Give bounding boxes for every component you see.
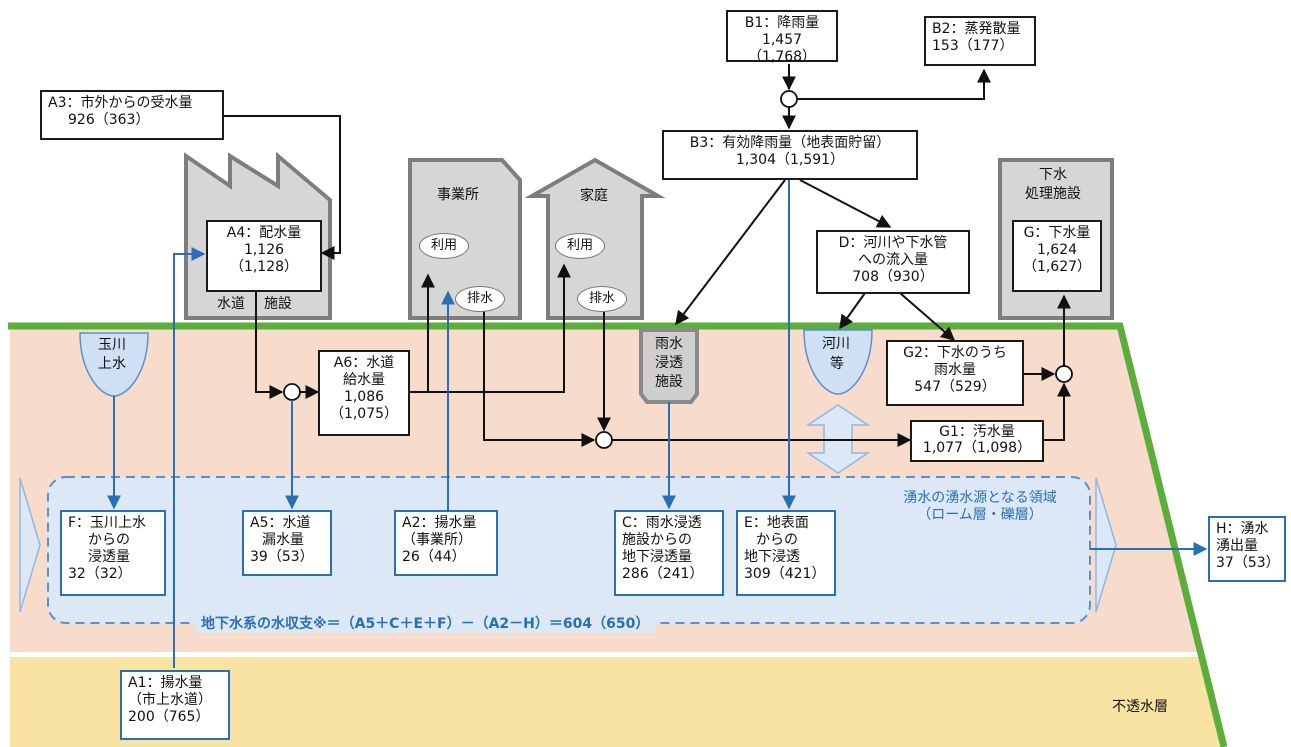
node-a1: A1：揚水量 （市上水道） 200（765） — [120, 670, 230, 740]
spring-zone-note: 湧水の湧水源となる領域 （ローム層・礫層） — [880, 490, 1080, 524]
node-a3: A3：市外からの受水量 926（363） — [40, 90, 224, 140]
node-b1: B1：降雨量 1,457（1,768） — [726, 10, 838, 62]
node-a4-line3: （1,128） — [214, 259, 314, 276]
tamagawa-label-2: 上水 — [98, 356, 126, 373]
house-drain-label: 排水 — [577, 286, 627, 312]
node-c-line1: C：雨水浸透 — [622, 515, 716, 532]
node-a6-line1: A6：水道 — [326, 355, 402, 372]
water-facility-label-1: 水道 — [217, 296, 245, 313]
node-a2-line3: 26（44） — [402, 549, 490, 566]
node-a6-line2: 給水量 — [326, 372, 402, 389]
node-b2-line1: B2：蒸発散量 — [932, 21, 1028, 38]
node-f-line2: からの — [68, 532, 158, 549]
sewage-label-line2: 処理施設 — [1025, 186, 1081, 203]
node-e-line2: からの — [744, 532, 828, 549]
node-a4-line2: 1,126 — [214, 242, 314, 259]
node-g1: G1：汚水量 1,077（1,098） — [910, 420, 1044, 462]
node-a5-line1: A5：水道 — [250, 515, 324, 532]
groundwater-balance-formula: 地下水系の水収支※＝（A5＋C＋E＋F）－（A2－H）＝604（650） — [195, 613, 655, 633]
junction-a6 — [284, 384, 300, 400]
node-h-line2: 湧出量 — [1216, 538, 1278, 555]
river-label-2: 等 — [830, 356, 844, 373]
node-b3: B3：有効降雨量（地表面貯留） 1,304（1,591） — [662, 130, 918, 180]
spring-zone-line2: （ローム層・礫層） — [880, 507, 1080, 524]
node-a5-line2: 漏水量 — [250, 532, 324, 549]
rain-facility-label-1: 雨水 — [655, 336, 683, 353]
node-a1-line3: 200（765） — [128, 709, 222, 726]
river-label-1: 河川 — [822, 336, 850, 353]
node-a3-line2: 926（363） — [48, 112, 216, 129]
node-e: E：地表面 からの 地下浸透 309（421） — [736, 510, 836, 596]
node-f-line3: 浸透量 — [68, 549, 158, 566]
node-a2-line1: A2：揚水量 — [402, 515, 490, 532]
node-d-line3: 708（930） — [824, 269, 962, 286]
rain-facility-label-2: 浸透 — [655, 355, 683, 372]
node-g2: G2：下水のうち 雨水量 547（529） — [886, 340, 1024, 406]
office-label: 事業所 — [437, 187, 479, 204]
node-g2-line3: 547（529） — [894, 379, 1016, 396]
node-g-line3: （1,627） — [1020, 259, 1094, 276]
node-a6-line4: （1,075） — [326, 406, 402, 423]
node-g2-line1: G2：下水のうち — [894, 345, 1016, 362]
node-a3-line1: A3：市外からの受水量 — [48, 95, 216, 112]
node-c-line2: 施設からの — [622, 532, 716, 549]
node-g1-line2: 1,077（1,098） — [918, 440, 1036, 456]
impermeable-layer-label: 不透水層 — [1112, 699, 1168, 716]
office-use-label: 利用 — [419, 233, 469, 259]
node-b2-line2: 153（177） — [932, 38, 1028, 55]
node-d-line2: への流入量 — [824, 252, 962, 269]
junction-g — [1056, 366, 1072, 382]
node-b3-line2: 1,304（1,591） — [670, 152, 910, 169]
node-a6-line3: 1,086 — [326, 389, 402, 406]
spring-zone-line1: 湧水の湧水源となる領域 — [880, 490, 1080, 507]
office-drain-label: 排水 — [455, 286, 505, 312]
node-b1-line2: 1,457（1,768） — [734, 32, 830, 66]
node-b3-line1: B3：有効降雨量（地表面貯留） — [670, 135, 910, 152]
node-a6: A6：水道 給水量 1,086 （1,075） — [318, 350, 410, 436]
junction-g1 — [596, 432, 612, 448]
node-h-line3: 37（53） — [1216, 555, 1278, 572]
node-f-line4: 32（32） — [68, 566, 158, 583]
node-a1-line2: （市上水道） — [128, 692, 222, 709]
node-f-line1: F：玉川上水 — [68, 515, 158, 532]
node-c-line4: 286（241） — [622, 566, 716, 583]
tamagawa-label-1: 玉川 — [98, 337, 126, 354]
node-a2: A2：揚水量 （事業所） 26（44） — [394, 510, 498, 576]
water-facility-label-2: 施設 — [264, 296, 292, 313]
rain-facility-label-3: 施設 — [655, 374, 683, 391]
house-label: 家庭 — [580, 188, 608, 205]
node-a4-line1: A4：配水量 — [214, 225, 314, 242]
node-h: H：湧水 湧出量 37（53） — [1208, 516, 1286, 582]
node-h-line1: H：湧水 — [1216, 521, 1278, 538]
node-a5-line3: 39（53） — [250, 549, 324, 566]
node-c: C：雨水浸透 施設からの 地下浸透量 286（241） — [614, 510, 724, 596]
junction-b1 — [781, 91, 797, 107]
node-c-line3: 地下浸透量 — [622, 549, 716, 566]
node-d: D：河川や下水管 への流入量 708（930） — [816, 230, 970, 294]
node-a4: A4：配水量 1,126 （1,128） — [206, 220, 322, 292]
node-g-line2: 1,624 — [1020, 242, 1094, 259]
node-a2-line2: （事業所） — [402, 532, 490, 549]
node-b2: B2：蒸発散量 153（177） — [924, 16, 1036, 66]
node-g: G：下水量 1,624 （1,627） — [1012, 220, 1102, 292]
node-e-line3: 地下浸透 — [744, 549, 828, 566]
node-b1-line1: B1：降雨量 — [734, 15, 830, 32]
house-use-label: 利用 — [555, 233, 605, 259]
node-d-line1: D：河川や下水管 — [824, 235, 962, 252]
node-g-line1: G：下水量 — [1020, 225, 1094, 242]
node-a1-line1: A1：揚水量 — [128, 675, 222, 692]
sewage-label-line1: 下水 — [1039, 167, 1067, 184]
node-e-line4: 309（421） — [744, 566, 828, 583]
node-e-line1: E：地表面 — [744, 515, 828, 532]
node-f: F：玉川上水 からの 浸透量 32（32） — [60, 510, 166, 596]
node-a5: A5：水道 漏水量 39（53） — [242, 510, 332, 576]
node-g2-line2: 雨水量 — [894, 362, 1016, 379]
node-g1-line1: G1：汚水量 — [918, 424, 1036, 440]
